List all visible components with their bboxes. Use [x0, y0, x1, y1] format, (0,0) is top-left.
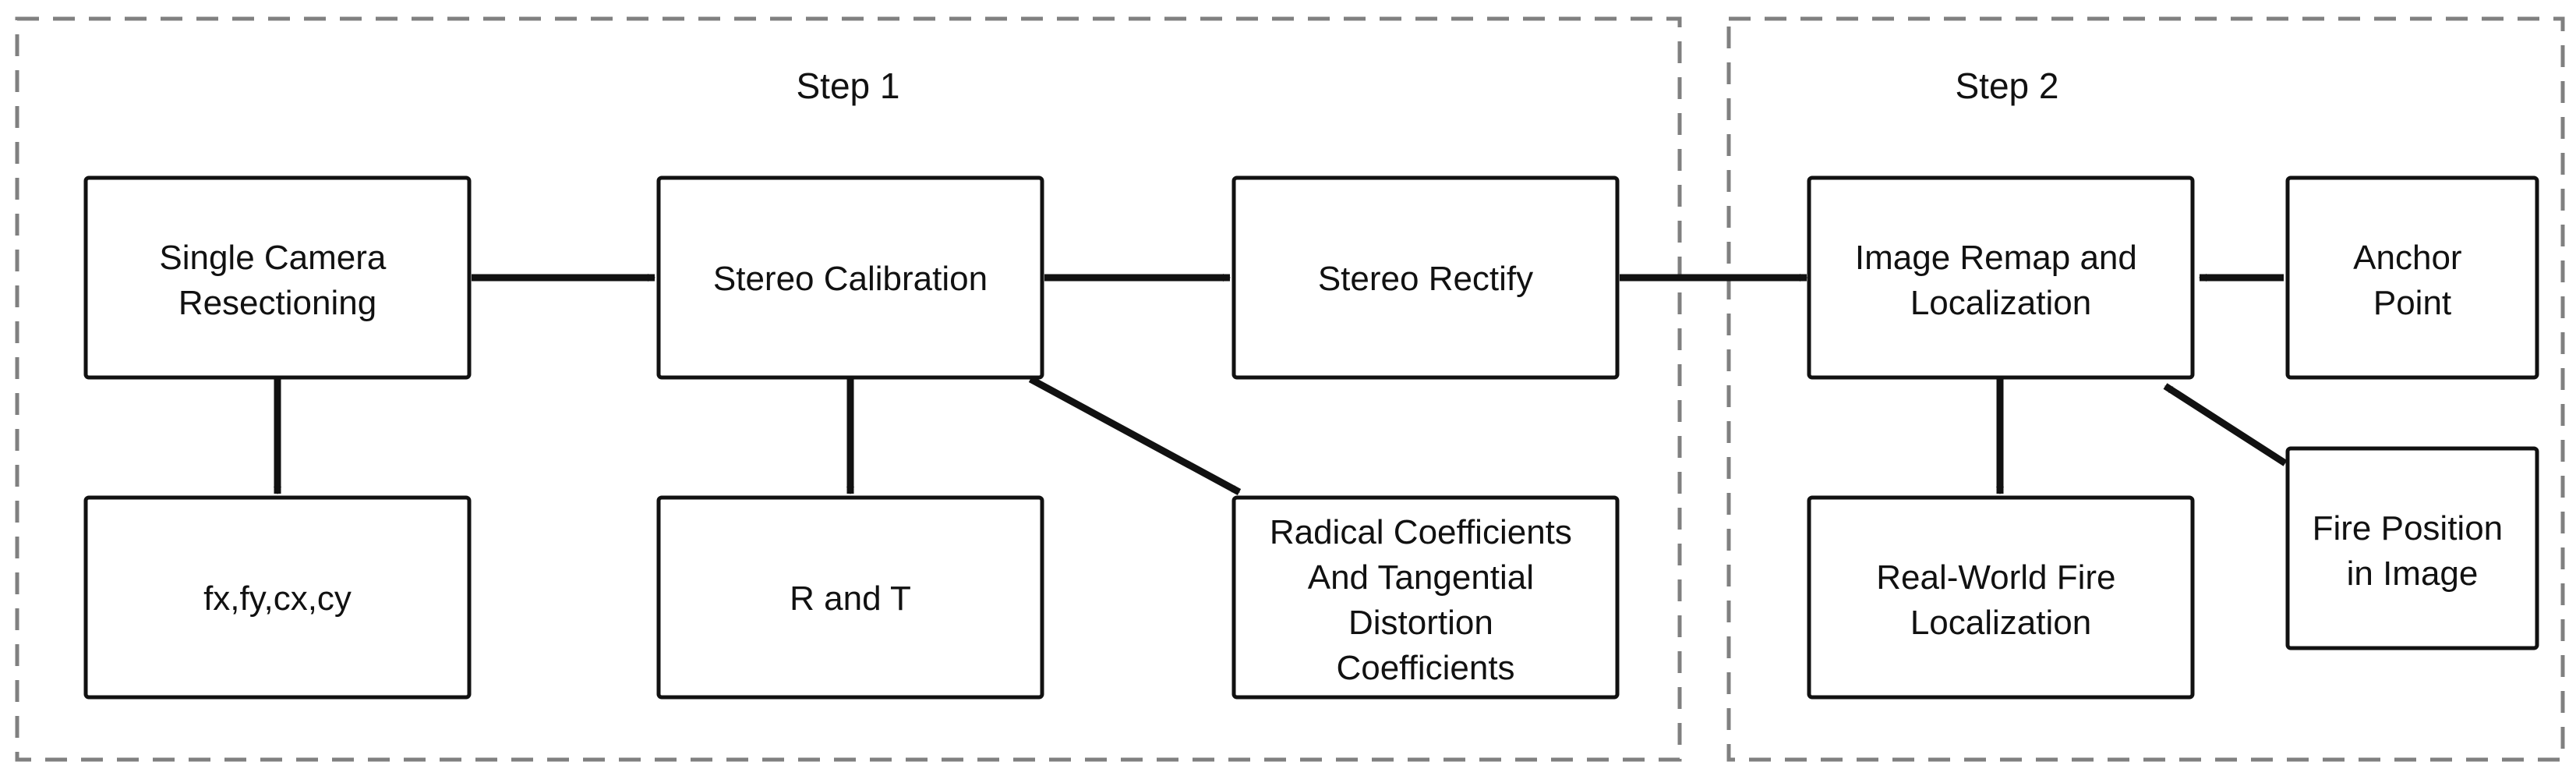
real-world-fire-box — [1807, 495, 2195, 700]
image-remap-box — [1807, 175, 2195, 380]
step1-group — [15, 16, 1682, 762]
distortion-box — [1231, 495, 1620, 700]
image-remap-label: Image Remap and Localization — [1855, 239, 2147, 322]
stereo-rectify-box — [1231, 175, 1620, 380]
boxes — [83, 175, 2539, 700]
real-world-fire-label: Real-World Fire Localization — [1876, 558, 2125, 642]
r-and-t-label: R and T — [790, 579, 911, 618]
anchor-point-box — [2285, 175, 2539, 380]
step2-group — [1726, 16, 2565, 762]
stereo-rectify-label: Stereo Rectify — [1318, 260, 1533, 298]
distortion-label: Radical Coefficients And Tangential Dist… — [1270, 513, 1581, 687]
intrinsics-label: fx,fy,cx,cy — [203, 579, 352, 618]
stereo-calibration-box — [656, 175, 1044, 380]
step1-label: Step 1 — [797, 66, 900, 106]
fire-position-label: Fire Position in Image — [2313, 509, 2513, 593]
arrow-fireposition-to-remap — [2163, 383, 2288, 466]
anchor-point-label: Anchor Point — [2353, 239, 2472, 322]
stereo-calibration-label: Stereo Calibration — [713, 260, 988, 298]
r-and-t-box — [656, 495, 1044, 700]
arrows — [274, 274, 2288, 495]
single-camera-label: Single Camera Resectioning — [159, 239, 395, 322]
single-camera-box — [83, 175, 472, 380]
arrow-calibration-to-distortion — [1028, 376, 1242, 495]
intrinsics-box — [83, 495, 472, 700]
fire-position-box — [2285, 446, 2539, 650]
box-labels: Single Camera Resectioning Stereo Calibr… — [159, 239, 2513, 687]
step2-label: Step 2 — [1956, 66, 2059, 106]
